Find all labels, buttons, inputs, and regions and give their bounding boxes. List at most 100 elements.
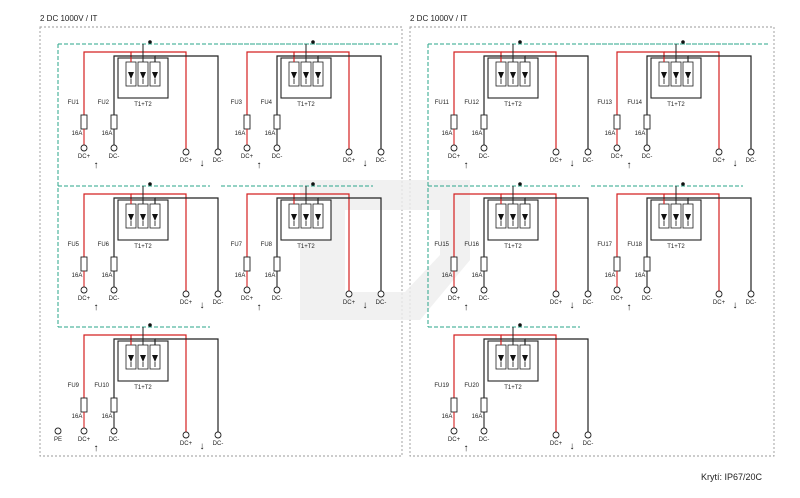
positive-conductor <box>616 51 665 115</box>
fuse-symbol <box>273 256 281 272</box>
terminal-dc-plus-label: DC+ <box>611 154 624 160</box>
terminal-out-dc-minus-label: DC- <box>583 300 594 306</box>
terminal-out-dc-minus-label: DC- <box>213 158 224 164</box>
terminal-dc-minus-icon <box>643 144 651 152</box>
output-arrow-icon: ↓ <box>200 441 205 452</box>
fuse-symbol <box>480 256 488 272</box>
terminal-dc-minus-label: DC- <box>109 296 120 302</box>
terminal-dc-minus-label: DC- <box>642 154 653 160</box>
spd-type-label: T1+T2 <box>504 385 522 391</box>
junction-dot <box>518 323 522 327</box>
input-arrow-icon: ↑ <box>257 160 262 171</box>
terminal-dc-plus-icon <box>450 286 458 294</box>
surge-arrow-icon <box>152 214 158 221</box>
surge-arrow-icon <box>673 214 679 221</box>
input-arrow-icon: ↑ <box>94 302 99 313</box>
negative-output-conductor <box>525 55 589 150</box>
surge-arrow-icon <box>128 72 134 79</box>
fuse-rating-label: 16A <box>605 273 616 279</box>
fuse-symbol <box>110 256 118 272</box>
negative-conductor <box>483 197 526 257</box>
negative-conductor <box>646 197 689 257</box>
fuse-symbol <box>243 114 251 130</box>
fuse-label-fu7: FU7 <box>231 242 243 248</box>
output-arrow-icon: ↓ <box>570 441 575 452</box>
fuse-label-fu19: FU19 <box>434 383 449 389</box>
negative-output-conductor <box>688 197 752 292</box>
terminal-dc-minus-label: DC- <box>109 154 120 160</box>
negative-conductor <box>113 55 156 115</box>
terminal-out-dc-plus-icon <box>182 290 190 298</box>
fuse-rating-label: 16A <box>72 273 83 279</box>
terminal-out-dc-plus-icon <box>182 431 190 439</box>
terminal-out-dc-minus-label: DC- <box>746 300 757 306</box>
fuse-symbol <box>80 114 88 130</box>
fuse-rating-label: 16A <box>102 273 113 279</box>
surge-arrow-icon <box>661 214 667 221</box>
fuse-label-fu5: FU5 <box>68 242 80 248</box>
terminal-dc-plus-icon <box>243 144 251 152</box>
fuse-symbol <box>273 114 281 130</box>
junction-dot <box>311 182 315 186</box>
positive-conductor <box>83 51 132 115</box>
fuse-rating-label: 16A <box>72 414 83 420</box>
positive-output-conductor <box>294 51 350 150</box>
spd-type-label: T1+T2 <box>134 102 152 108</box>
positive-output-conductor <box>294 193 350 292</box>
terminal-dc-minus-label: DC- <box>109 437 120 443</box>
fuse-symbol <box>480 397 488 413</box>
terminal-dc-minus-icon <box>480 427 488 435</box>
terminal-dc-minus-label: DC- <box>272 154 283 160</box>
junction-dot <box>148 40 152 44</box>
fuse-symbol <box>613 114 621 130</box>
surge-arrow-icon <box>152 355 158 362</box>
surge-arrow-icon <box>498 72 504 79</box>
spd-type-label: T1+T2 <box>667 102 685 108</box>
fuse-symbol <box>450 114 458 130</box>
negative-conductor <box>646 55 689 115</box>
surge-arrow-icon <box>510 355 516 362</box>
terminal-dc-plus-label: DC+ <box>448 437 461 443</box>
terminal-out-dc-minus-label: DC- <box>746 158 757 164</box>
input-arrow-icon: ↑ <box>464 160 469 171</box>
negative-output-conductor <box>318 55 382 150</box>
negative-output-conductor <box>155 55 219 150</box>
surge-arrow-icon <box>661 72 667 79</box>
surge-arrow-icon <box>315 214 321 221</box>
junction-dot <box>518 40 522 44</box>
output-arrow-icon: ↓ <box>570 158 575 169</box>
surge-arrow-icon <box>498 214 504 221</box>
spd-type-label: T1+T2 <box>504 102 522 108</box>
positive-output-conductor <box>664 51 720 150</box>
positive-conductor <box>83 334 132 398</box>
terminal-out-dc-minus-label: DC- <box>583 441 594 447</box>
fuse-rating-label: 16A <box>635 273 646 279</box>
terminal-out-dc-minus-icon <box>747 290 755 298</box>
terminal-out-dc-minus-icon <box>584 148 592 156</box>
panel-frame-1 <box>39 26 403 457</box>
fuse-rating-label: 16A <box>472 131 483 137</box>
terminal-out-dc-plus-label: DC+ <box>180 441 193 447</box>
junction-dot <box>311 40 315 44</box>
fuse-symbol <box>110 114 118 130</box>
fuse-symbol <box>450 397 458 413</box>
negative-output-conductor <box>155 338 219 433</box>
surge-arrow-icon <box>685 72 691 79</box>
panel-title-left: 2 DC 1000V / IT <box>40 14 98 23</box>
fuse-symbol <box>243 256 251 272</box>
fuse-symbol <box>110 397 118 413</box>
input-arrow-icon: ↑ <box>94 160 99 171</box>
positive-conductor <box>616 193 665 257</box>
fuse-label-fu20: FU20 <box>464 383 479 389</box>
surge-arrow-icon <box>522 72 528 79</box>
surge-arrow-icon <box>291 72 297 79</box>
surge-arrow-icon <box>140 214 146 221</box>
terminal-dc-minus-icon <box>480 144 488 152</box>
terminal-dc-minus-icon <box>273 144 281 152</box>
